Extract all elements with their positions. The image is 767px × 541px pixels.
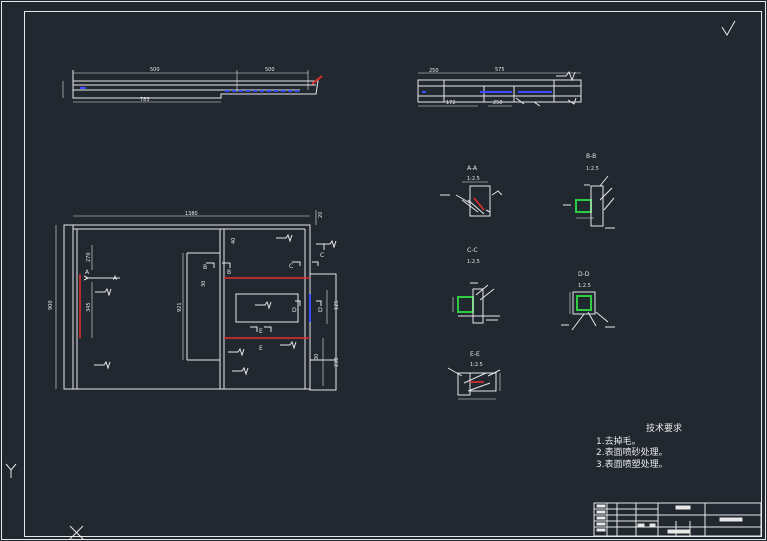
main-dim-d9: 30 [314, 354, 320, 360]
right-top-view [417, 70, 582, 107]
tech-requirement-item: 3.表面喷塑处理。 [596, 459, 668, 470]
right-dim-4: 250 [493, 100, 503, 106]
ucs-y-icon [5, 463, 17, 478]
section-bb-title: B-B [586, 153, 596, 160]
section-ee-scale: 1:2.5 [470, 362, 483, 368]
cut-label-a1: A [113, 275, 118, 282]
section-aa-title: A-A [467, 165, 478, 172]
cut-label-e1: E [259, 328, 263, 335]
section-ee [447, 367, 501, 400]
main-view [55, 210, 337, 391]
inner-frame [24, 11, 762, 537]
roughness-symbol-icon [721, 20, 736, 36]
cut-label-d2: D [318, 307, 323, 314]
section-ee-title: E-E [470, 351, 480, 358]
section-dd [561, 291, 615, 331]
main-dim-d1: 270 [86, 252, 92, 262]
top-dim-2: 500 [265, 67, 275, 73]
main-dim-width: 1380 [185, 211, 198, 217]
top-dim-3: 783 [140, 97, 150, 103]
section-aa [440, 181, 503, 217]
right-dim-2: 575 [495, 67, 505, 73]
section-cc-title: C-C [467, 247, 478, 254]
top-view [62, 70, 323, 103]
main-dim-d8: 230 [334, 357, 340, 367]
cut-label-b1: B [203, 264, 207, 271]
section-dd-title: D-D [578, 271, 590, 278]
main-dim-d4: 40 [231, 238, 237, 244]
cut-label-c2: C [320, 252, 324, 259]
tech-requirements-title: 技术要求 [646, 424, 683, 434]
top-dim-1: 500 [150, 67, 160, 73]
right-dim-1: 250 [429, 68, 439, 74]
ucs-x-icon [69, 525, 84, 540]
section-cc [452, 282, 500, 324]
title-block [593, 502, 762, 537]
main-dim-d7: 30 [201, 281, 207, 287]
section-aa-scale: 1:2.5 [467, 176, 480, 182]
section-cc-scale: 1:2.5 [467, 259, 480, 265]
tech-requirement-item: 1.去掉毛。 [596, 436, 641, 447]
section-bb [563, 175, 615, 229]
cut-label-c1: C [289, 263, 293, 270]
cut-label-d1: D [292, 307, 297, 314]
tech-requirements: 技术要求 1.去掉毛。 2.表面喷砂处理。 3.表面喷塑处理。 [596, 424, 682, 471]
main-dim-height: 900 [48, 300, 54, 310]
main-dim-d5: 125 [334, 300, 340, 310]
main-dim-d2: 345 [86, 302, 92, 312]
tech-requirement-item: 2.表面喷砂处理。 [596, 448, 668, 458]
right-dim-3: 172 [446, 100, 456, 106]
cut-label-a2: A [85, 269, 90, 276]
section-dd-scale: 1:2.5 [578, 283, 591, 289]
main-dim-d3: 921 [177, 302, 183, 312]
section-bb-scale: 1:2.5 [586, 166, 599, 172]
cut-label-b2: B [227, 269, 231, 276]
cut-label-e2: E [259, 345, 263, 352]
main-dim-d6: 20 [318, 212, 324, 218]
